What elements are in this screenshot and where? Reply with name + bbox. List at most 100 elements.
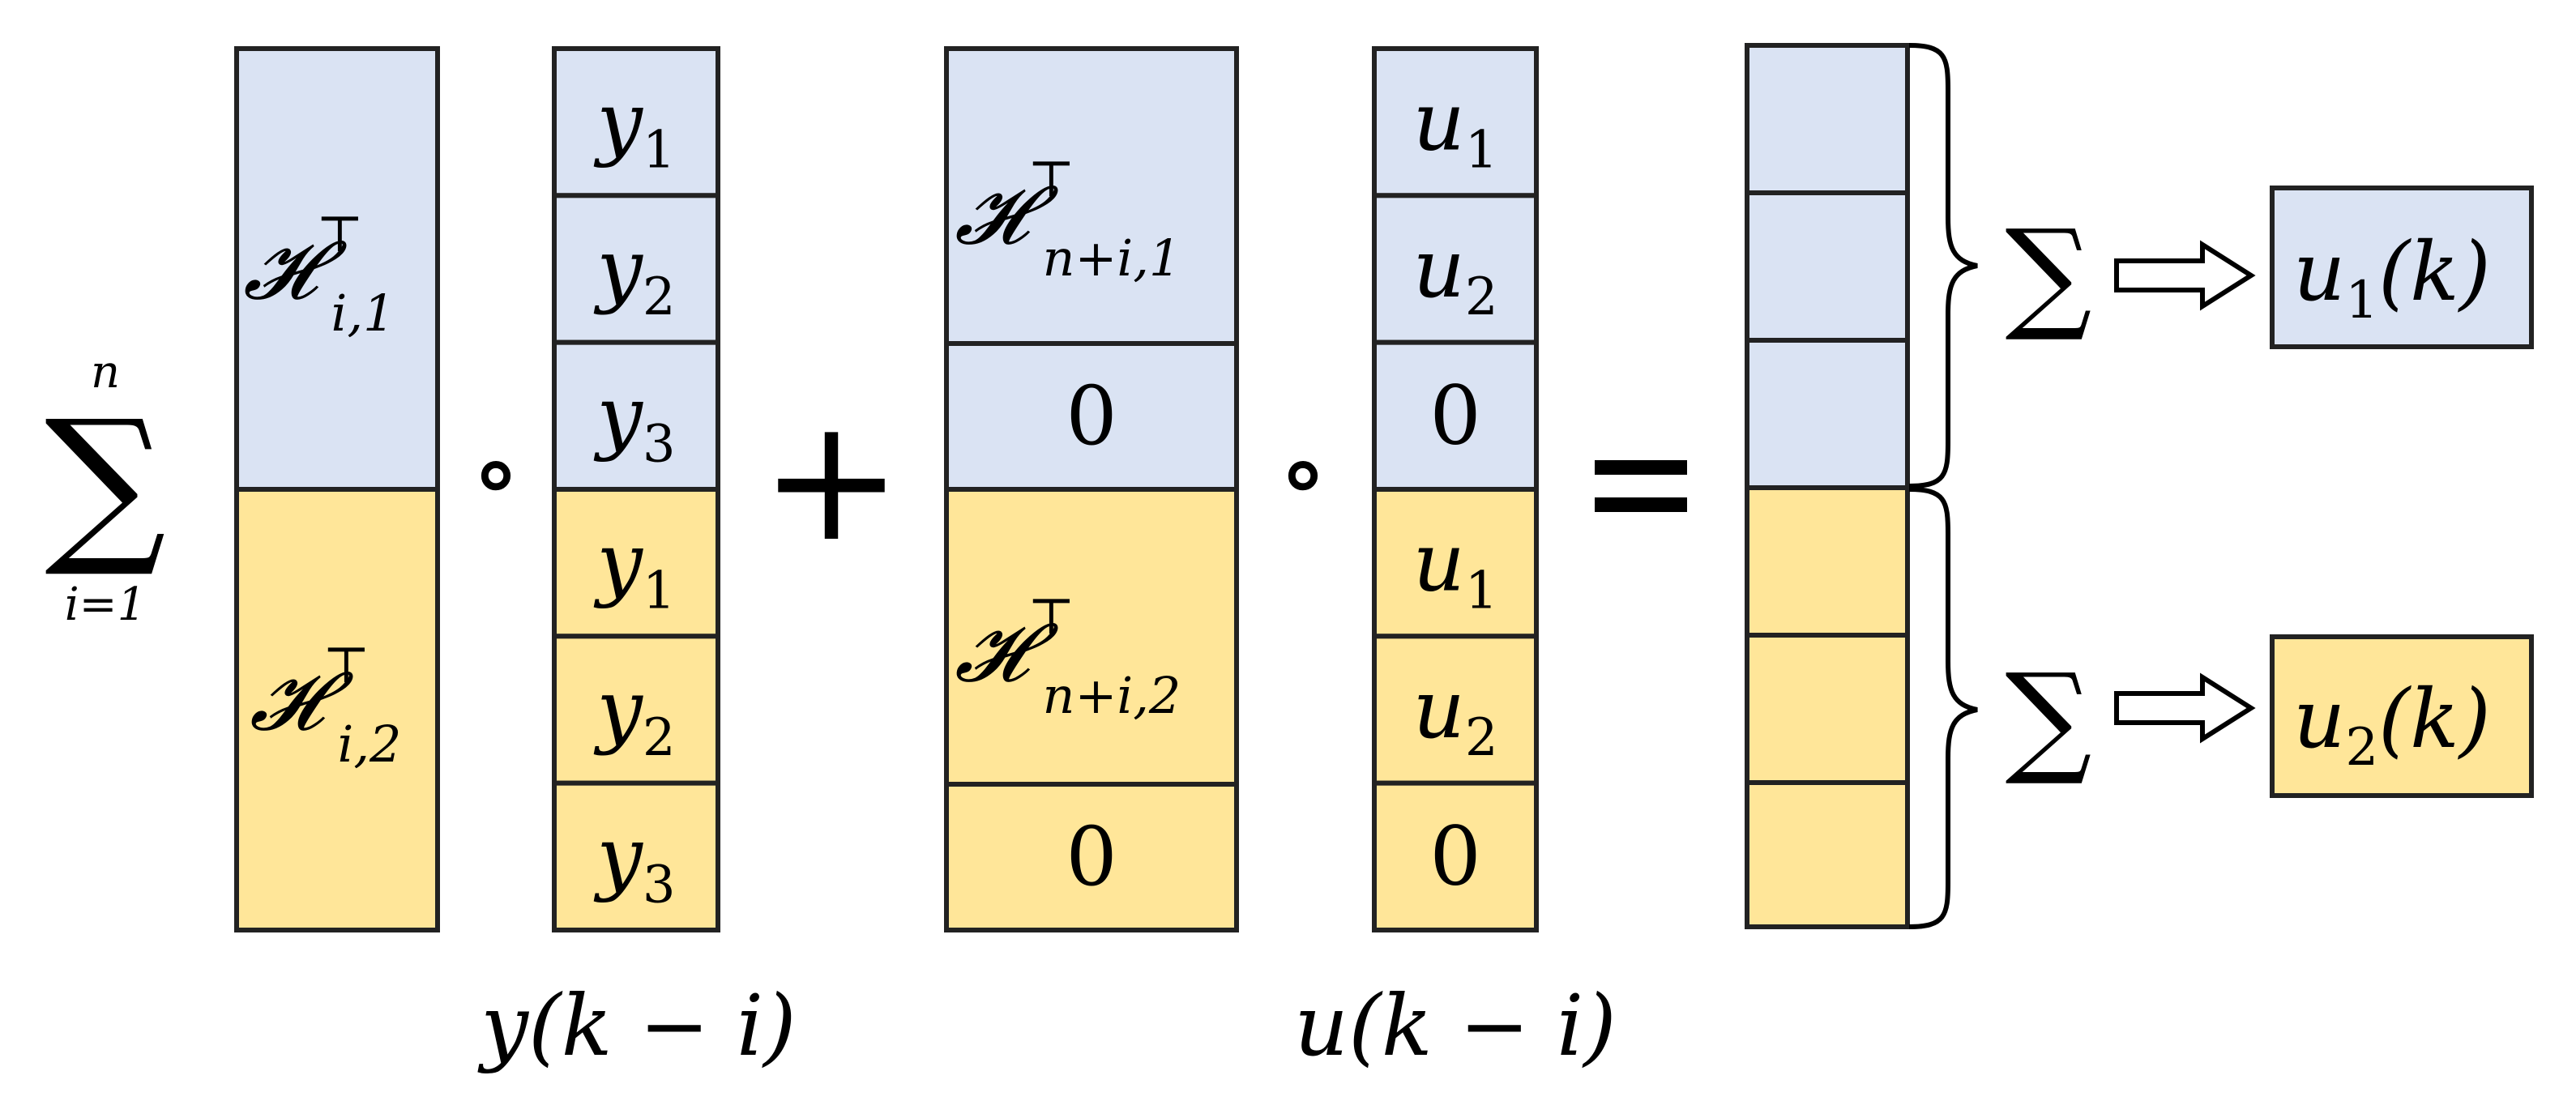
u-vector-cell — [1372, 486, 1539, 639]
output-1-arg: (k) — [2378, 224, 2491, 319]
y-vector-cell — [552, 46, 720, 198]
output-1-sum-symbol: ∑ — [2005, 204, 2091, 345]
result-cell — [1745, 43, 1910, 195]
u-vector-cell-label: u2 — [1412, 662, 1497, 768]
summation-lower-limit: i=1 — [65, 578, 146, 631]
u-vector-cell-sub: 2 — [1465, 267, 1498, 327]
u-vector-cell-sub: 2 — [1465, 708, 1498, 768]
y-vector-cell-sub: 1 — [643, 121, 676, 181]
h-bottom-sup: ⊤ — [323, 635, 370, 694]
u-vector-cell-sub: 1 — [1465, 121, 1498, 181]
y-vector-cell — [552, 193, 720, 345]
summation-upper-limit: n — [91, 346, 120, 399]
equals-glyph: = — [0, 0, 1, 1]
y-vector-cell-label: y2 — [593, 221, 675, 327]
y-vector-cell-sub: 2 — [643, 708, 676, 768]
u-vector-cell-base: u — [1412, 662, 1464, 757]
output-2-sub: 2 — [2345, 718, 2378, 778]
y-vector-cell-sub: 3 — [643, 414, 676, 474]
y-vector-cell-label: y2 — [593, 662, 675, 768]
hu-matrix-top-block — [944, 46, 1239, 346]
hu-bottom-sup: ⊤ — [1027, 587, 1074, 646]
h-top-sup: ⊤ — [316, 204, 363, 263]
h-top-sub: i,1 — [331, 284, 395, 343]
result-cell — [1745, 190, 1910, 343]
y-vector-cell-sub: 2 — [643, 267, 676, 327]
y-vector-caption: y(k − i) — [477, 976, 796, 1075]
hu-matrix-bottom-label: 𝓗⊤n+i,2 — [955, 587, 1181, 725]
hu-matrix-top-zero: 0 — [1066, 369, 1117, 463]
u-vector-cell-label: u1 — [1412, 515, 1497, 621]
u-vector-cell-base: u — [1412, 75, 1464, 169]
output-2-label: u2(k) — [2293, 672, 2491, 778]
result-vector — [1745, 43, 1910, 929]
result-cell — [1745, 633, 1910, 785]
output-2-box — [2270, 634, 2534, 798]
equals-bar-bottom — [1595, 497, 1687, 512]
top-curly-brace — [1908, 43, 1978, 489]
u-vector-cell-sub: 1 — [1465, 561, 1498, 621]
u-vector-cell — [1372, 339, 1539, 492]
u-vector-cell-label: 0 — [1429, 368, 1481, 463]
h-matrix-top-block — [234, 46, 440, 492]
output-1-box — [2270, 186, 2534, 349]
u-vector-cell-base: u — [1412, 515, 1464, 610]
u-vector-cell-base: u — [1412, 221, 1464, 316]
y-vector-cell — [552, 634, 720, 786]
u-vector-cell-label: 0 — [1429, 809, 1481, 903]
hu-top-sub: n+i,1 — [1043, 228, 1181, 288]
h-matrix-bottom-block — [234, 487, 440, 932]
y-vector-cell-base: y — [593, 515, 643, 610]
output-2-arrow-icon — [2114, 672, 2256, 744]
u-vector-cell — [1372, 46, 1539, 198]
output-1-sub: 1 — [2345, 271, 2378, 331]
plus-operator: + — [760, 381, 903, 579]
y-vector-cell-label: y1 — [593, 75, 675, 181]
output-2-arg: (k) — [2378, 672, 2491, 766]
hu-bottom-sub: n+i,2 — [1043, 666, 1181, 725]
y-vector-cell-sub: 1 — [643, 561, 676, 621]
h-matrix-top-label: 𝓗⊤i,1 — [243, 204, 395, 343]
hadamard-operator-1: ∘ — [470, 411, 522, 534]
y-vector-cell-base: y — [593, 368, 643, 463]
result-cell — [1745, 485, 1910, 638]
y-vector-cell-base: y — [593, 75, 643, 169]
h-bottom-sub: i,2 — [338, 715, 402, 774]
result-cell — [1745, 338, 1910, 490]
y-vector-cell-base: y — [593, 221, 643, 316]
u-vector-cell — [1372, 634, 1539, 786]
hu-matrix: 𝓗⊤n+i,1 0 𝓗⊤n+i,2 0 — [944, 46, 1239, 932]
y-vector-cell — [552, 780, 720, 932]
output-2-base: u — [2293, 672, 2345, 766]
h-matrix: 𝓗⊤i,1 𝓗⊤i,2 — [234, 46, 440, 932]
bottom-curly-brace — [1908, 487, 1978, 929]
u-vector-cell — [1372, 193, 1539, 345]
y-vector-cell-label: y3 — [593, 809, 675, 915]
summation-symbol: ∑ — [45, 383, 166, 582]
equals-bar-top — [1595, 460, 1687, 475]
output-1: ∑ u1(k) — [2005, 186, 2534, 349]
y-vector-cell-base: y — [593, 662, 643, 757]
output-1-base: u — [2293, 224, 2345, 319]
hu-matrix-top-zero-block — [944, 341, 1239, 492]
equals-operator: = — [0, 0, 1687, 512]
output-1-label: u1(k) — [2293, 224, 2491, 331]
hadamard-operator-2: ∘ — [1277, 411, 1329, 534]
u-vector-cell — [1372, 780, 1539, 932]
hu-top-sup: ⊤ — [1027, 149, 1074, 208]
y-vector-cell — [552, 339, 720, 492]
u-vector-cell-label: u1 — [1412, 75, 1497, 181]
y-vector-cell-label: y3 — [593, 368, 675, 474]
summation: n ∑ i=1 — [45, 346, 166, 631]
u-vector-caption: u(k − i) — [1294, 976, 1617, 1075]
output-2: ∑ u2(k) — [2005, 634, 2534, 798]
output-1-arrow-icon — [2114, 240, 2256, 311]
y-vector-cell-label: y1 — [593, 515, 675, 621]
result-cell — [1745, 780, 1910, 929]
output-2-sum-symbol: ∑ — [2005, 648, 2091, 789]
hu-matrix-bottom-zero: 0 — [1066, 809, 1117, 904]
y-vector-cell-base: y — [593, 809, 643, 903]
